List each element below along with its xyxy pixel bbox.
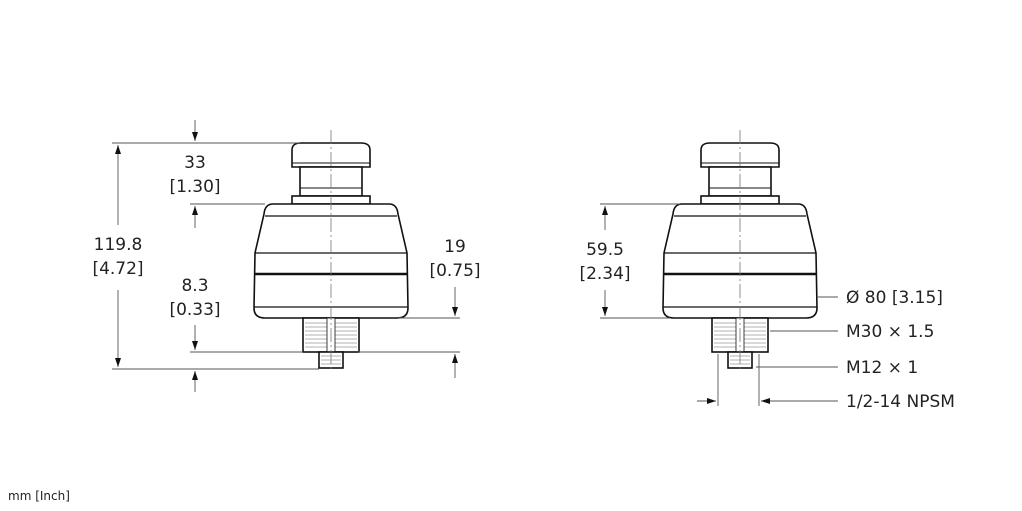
button-height-mm: 33 bbox=[184, 153, 206, 173]
connector-length-mm: 8.3 bbox=[181, 276, 208, 296]
button-height-inch: [1.30] bbox=[169, 177, 220, 197]
side-view: 119.8 [4.72] 33 [1.30] 8.3 [0.33] 19 [0.… bbox=[92, 120, 481, 392]
pipe-thread-label: 1/2-14 NPSM bbox=[846, 392, 955, 412]
connector-thread-label: M12 × 1 bbox=[846, 358, 918, 378]
thread-length-inch: [0.75] bbox=[429, 261, 480, 281]
units-note: mm [Inch] bbox=[8, 489, 70, 503]
front-view: 59.5 [2.34] Ø 80 [3.15] M30 × 1.5 M12 × … bbox=[579, 128, 955, 412]
overall-height-inch: [4.72] bbox=[92, 259, 143, 279]
overall-height-mm: 119.8 bbox=[94, 235, 143, 255]
device-front-outline bbox=[661, 128, 819, 374]
body-height-mm: 59.5 bbox=[586, 240, 624, 260]
body-height-inch: [2.34] bbox=[579, 264, 630, 284]
thread-length-mm: 19 bbox=[444, 237, 466, 257]
connector-length-inch: [0.33] bbox=[169, 300, 220, 320]
device-side-outline bbox=[252, 128, 410, 374]
diameter-label: Ø 80 [3.15] bbox=[846, 288, 943, 308]
main-thread-label: M30 × 1.5 bbox=[846, 322, 934, 342]
